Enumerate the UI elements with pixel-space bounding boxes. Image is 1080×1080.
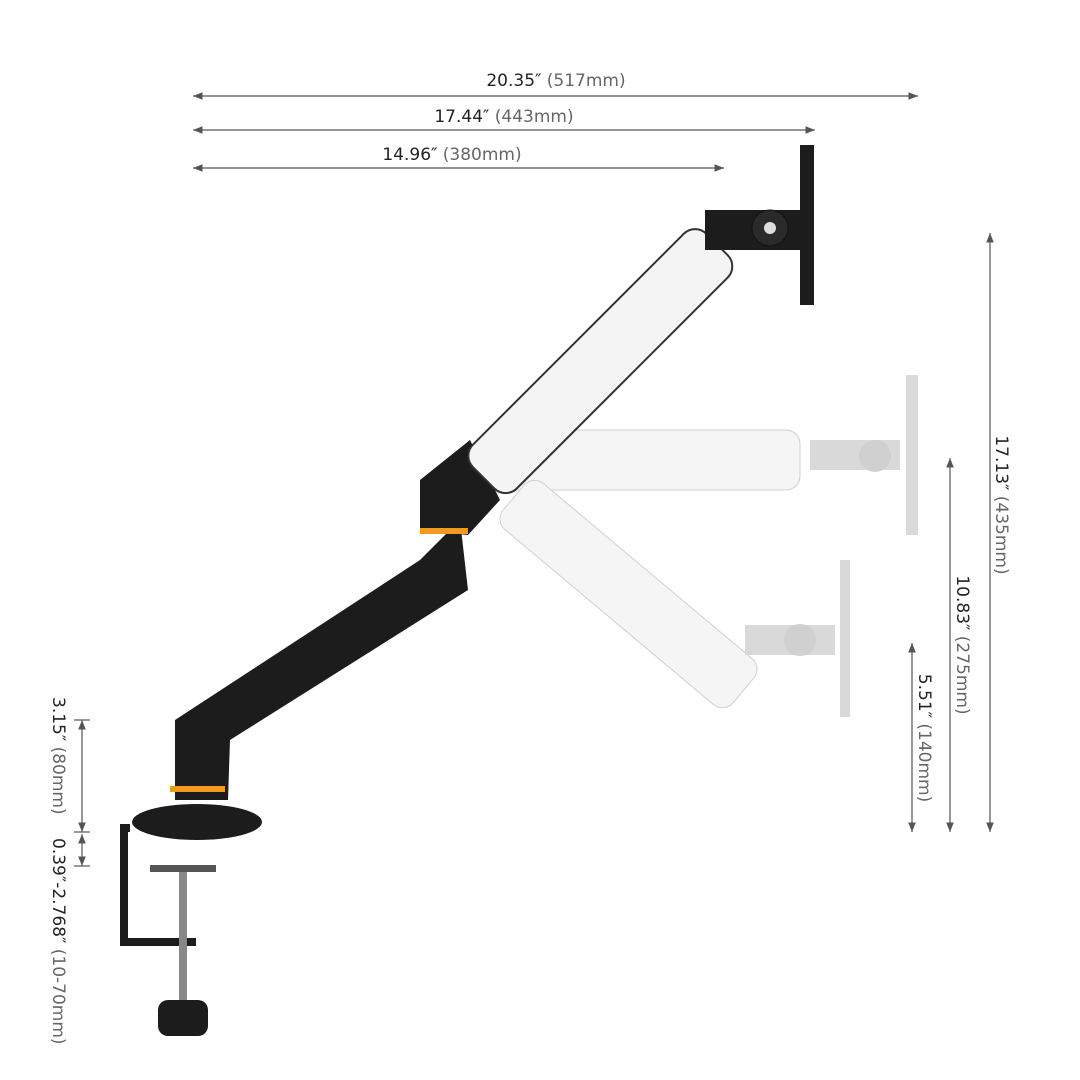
dimension-low-height: 5.51″ (140mm) — [908, 643, 934, 832]
monitor-arm — [132, 145, 814, 840]
svg-text:10.83″ (275mm): 10.83″ (275mm) — [952, 575, 972, 714]
accent-ring — [420, 528, 468, 534]
svg-text:20.35″ (517mm): 20.35″ (517mm) — [486, 71, 625, 91]
dimension-mid-reach: 17.44″ (443mm) — [193, 107, 815, 134]
dimension-min-reach: 14.96″ (380mm) — [193, 145, 724, 172]
dimension-mid-height: 10.83″ (275mm) — [946, 458, 972, 832]
desk-clamp — [120, 824, 216, 1036]
svg-text:0.39″-2.768″ (10-70mm): 0.39″-2.768″ (10-70mm) — [48, 838, 68, 1045]
ghost-arm-positions — [499, 375, 918, 717]
dimension-clamp-range: 0.39″-2.768″ (10-70mm) — [48, 834, 90, 1045]
vesa-plate — [800, 145, 814, 305]
dimension-total-reach: 20.35″ (517mm) — [193, 71, 918, 100]
base — [132, 804, 262, 840]
dimension-max-height: 17.13″ (435mm) — [986, 233, 1011, 832]
svg-text:14.96″ (380mm): 14.96″ (380mm) — [382, 145, 521, 165]
dimension-base-height: 3.15″ (80mm) — [48, 697, 90, 833]
svg-text:17.44″ (443mm): 17.44″ (443mm) — [434, 107, 573, 127]
svg-text:17.13″ (435mm): 17.13″ (435mm) — [991, 435, 1011, 574]
svg-text:3.15″ (80mm): 3.15″ (80mm) — [48, 697, 68, 815]
svg-text:5.51″ (140mm): 5.51″ (140mm) — [914, 674, 934, 802]
